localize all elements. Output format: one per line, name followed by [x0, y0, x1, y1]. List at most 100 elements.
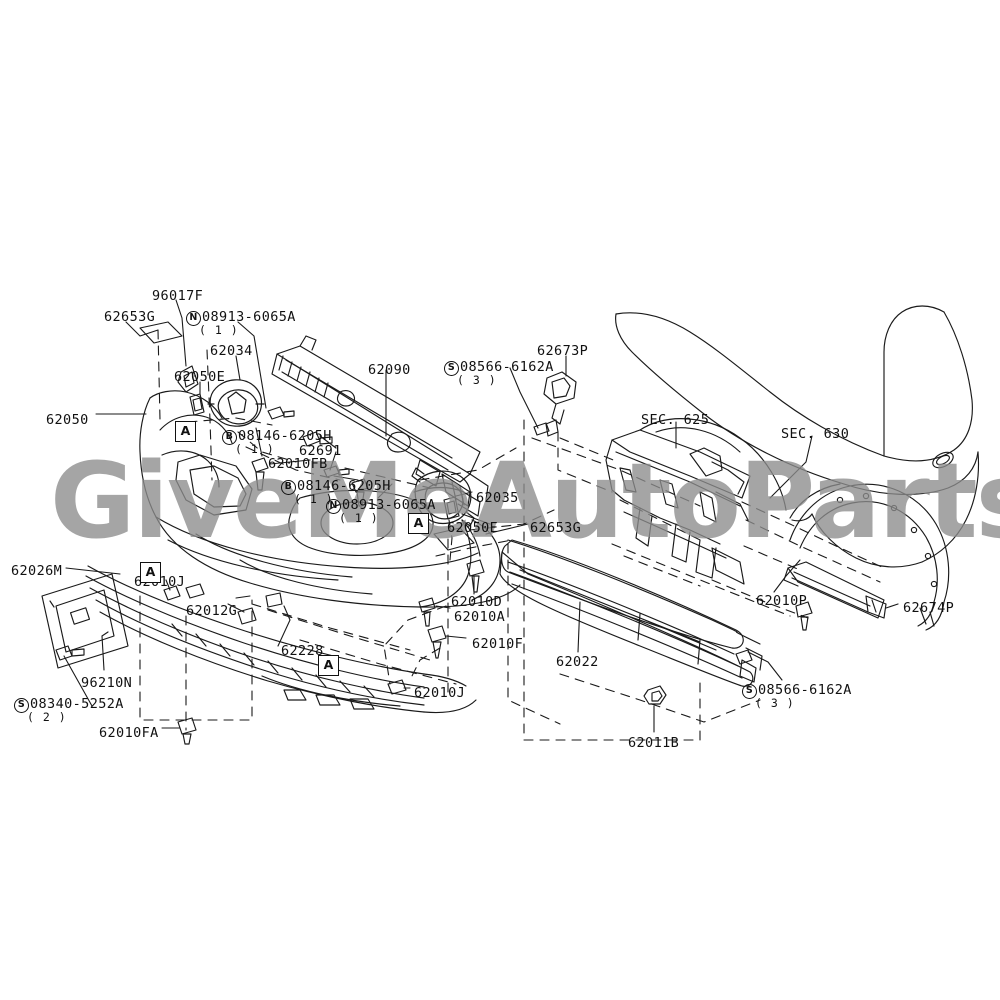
part-number-text: 62050E: [174, 369, 226, 385]
quantity-text: ( 1 ): [199, 323, 239, 337]
part-label-62674p: 62674P: [903, 601, 954, 615]
part-label-62034: 62034: [210, 344, 253, 358]
part-number-text: 62050: [46, 412, 89, 428]
part-number-text: 08340-5252A: [30, 696, 124, 712]
part-pad-62653g-center: [433, 527, 475, 551]
part-number-text: 62090: [368, 362, 411, 378]
part-pad-62653g-left: [139, 321, 183, 344]
part-number-text: SEC. 630: [781, 426, 850, 442]
section-marker-a-3: A: [140, 562, 161, 583]
circle-b-icon: B: [281, 480, 296, 495]
part-label-96210n: 96210N: [81, 676, 132, 690]
part-reinforcement-beam-62022: [499, 539, 763, 687]
part-label-62010p: 62010P: [756, 594, 807, 608]
part-number-text: 62010FA: [99, 725, 159, 741]
quantity-text: ( 1 ): [235, 442, 275, 456]
part-label-62050e: 62050E: [174, 370, 225, 384]
quantity-text: ( 1 ): [294, 492, 334, 506]
part-label-62022: 62022: [556, 655, 599, 669]
part-label-62090: 62090: [368, 363, 411, 377]
part-number-text: 62010P: [756, 593, 808, 609]
part-number-text: 62653G: [530, 520, 582, 536]
part-number-text: 08566-6162A: [758, 682, 852, 698]
part-number-text: 62034: [210, 343, 253, 359]
section-marker-a-1: A: [175, 421, 196, 442]
part-number-text: 96210N: [81, 675, 133, 691]
part-number-text: 08913-6065A: [342, 497, 436, 513]
part-label-62010f: 62010F: [472, 637, 523, 651]
part-number-text: 62026M: [11, 563, 63, 579]
part-bracket-62674p: [783, 561, 887, 619]
part-label-sec630: SEC. 630: [781, 427, 849, 441]
part-label-62691: 62691: [299, 444, 342, 458]
part-number-text: 08913-6065A: [202, 309, 296, 325]
part-number-text: 08566-6162A: [460, 359, 554, 375]
part-label-62653g: 62653G: [530, 521, 581, 535]
fasteners: [55, 406, 813, 745]
part-number-text: 62691: [299, 443, 342, 459]
part-label-62010fb: 62010FB: [268, 457, 328, 471]
part-radiator-support-sec625: [605, 418, 787, 585]
section-marker-a-4: A: [318, 655, 339, 676]
circle-n-icon: N: [186, 311, 201, 326]
quantity-text: ( 2 ): [27, 710, 67, 724]
part-lower-valance-62026m: [41, 565, 477, 714]
quantity-text: ( 3 ): [457, 373, 497, 387]
part-number-text: 62010F: [472, 636, 524, 652]
part-label-62673p: 62673P: [537, 344, 588, 358]
part-number-text: 62010D: [451, 594, 503, 610]
circle-b-icon: B: [222, 430, 237, 445]
part-clip-62050e-left: [189, 393, 205, 416]
assembly-guides: [139, 329, 885, 741]
part-number-text: 62228: [281, 643, 324, 659]
part-label-sec625: SEC. 625: [641, 413, 709, 427]
part-number-text: 62022: [556, 654, 599, 670]
part-label-62010d: 62010D: [451, 595, 502, 609]
part-number-text: 62012G: [186, 603, 238, 619]
part-clip-62050e-center: [443, 496, 460, 520]
part-bracket-62034: [207, 379, 265, 427]
part-number-text: 62010FB: [268, 456, 328, 472]
part-number-text: 62010A: [454, 609, 506, 625]
part-number-text: 96017F: [152, 288, 204, 304]
part-label-62026m: 62026M: [11, 564, 62, 578]
part-label-96017f: 96017F: [152, 289, 203, 303]
part-number-text: SEC. 625: [641, 412, 710, 428]
part-label-62228: 62228: [281, 644, 324, 658]
part-label-62653g: 62653G: [104, 310, 155, 324]
part-label-62010j: 62010J: [414, 686, 465, 700]
circle-n-icon: N: [326, 499, 341, 514]
part-label-62012g: 62012G: [186, 604, 237, 618]
part-label-62010fa: 62010FA: [99, 726, 159, 740]
part-number-text: 08146-6205H: [238, 428, 332, 444]
part-number-text: 62035: [476, 490, 519, 506]
part-label-62035: 62035: [476, 491, 519, 505]
part-label-62010a: 62010A: [454, 610, 505, 624]
part-label-62050: 62050: [46, 413, 89, 427]
part-bracket-62035: [411, 467, 475, 527]
circle-s-icon: S: [742, 684, 757, 699]
part-number-text: 08146-6205H: [297, 478, 391, 494]
section-marker-a-2: A: [408, 513, 429, 534]
part-fender-sec630: [615, 305, 980, 631]
quantity-text: ( 3 ): [755, 696, 795, 710]
leader-lines: [63, 299, 899, 733]
part-number-text: 62050E: [447, 520, 499, 536]
circle-s-icon: S: [444, 361, 459, 376]
part-clip-96017f: [177, 365, 199, 393]
part-number-text: 62011B: [628, 735, 680, 751]
part-number-text: 62674P: [903, 600, 955, 616]
quantity-text: ( 1 ): [339, 511, 379, 525]
part-number-text: 62653G: [104, 309, 156, 325]
part-grille-62090: [271, 335, 489, 517]
part-number-text: 62010J: [414, 685, 466, 701]
part-label-62050e: 62050E: [447, 521, 498, 535]
